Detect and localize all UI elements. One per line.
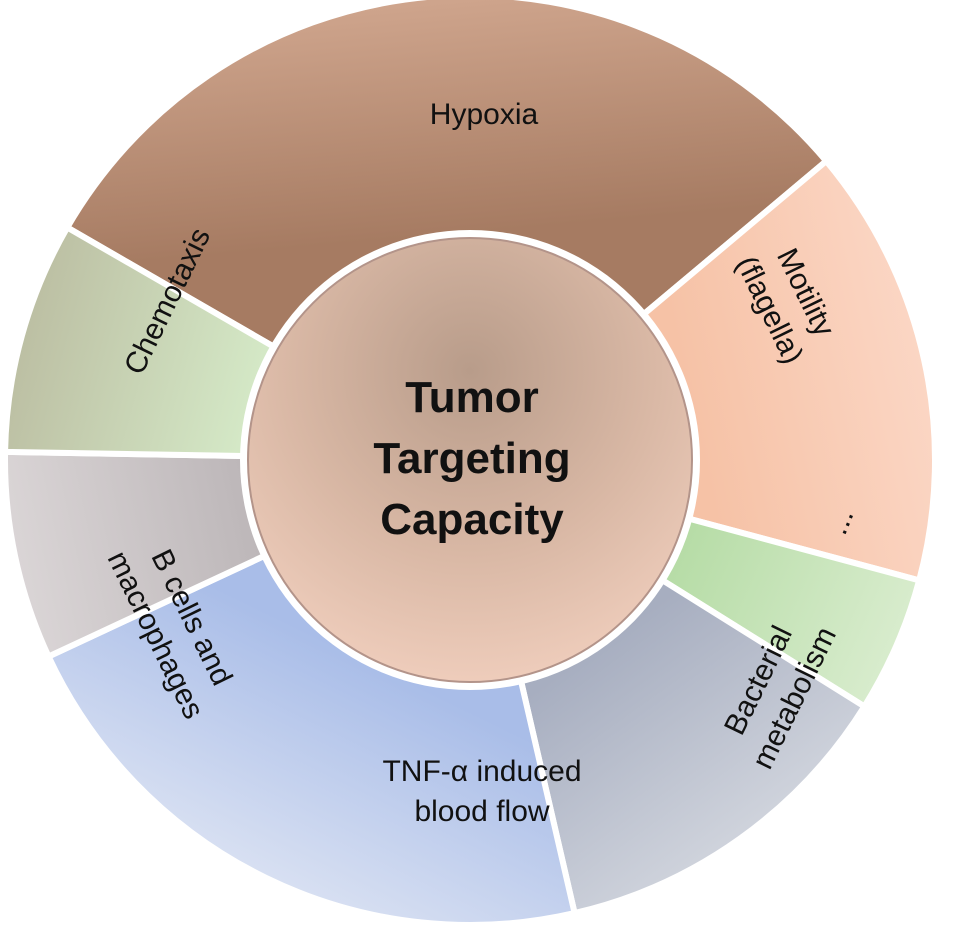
center-hub: Tumor Targeting Capacity [240, 230, 700, 690]
center-hub-circle [247, 237, 693, 683]
center-title-line-3: Capacity [380, 495, 564, 544]
center-title-line-2: Targeting [373, 434, 570, 483]
segments-layer: HypoxiaMotility(flagella)...Bacterialmet… [2, 0, 938, 925]
segment-hypoxia-label-line-1: Hypoxia [430, 98, 539, 131]
segment-tnf-alpha-label-line-2: blood flow [414, 795, 549, 828]
segment-tnf-alpha: TNF-α induced blood flow [45, 552, 582, 925]
segment-tnf-alpha-label-line-1: TNF-α induced [382, 755, 581, 788]
segment-motility: Motility(flagella) [640, 158, 938, 584]
center-title-line-1: Tumor [405, 373, 539, 422]
